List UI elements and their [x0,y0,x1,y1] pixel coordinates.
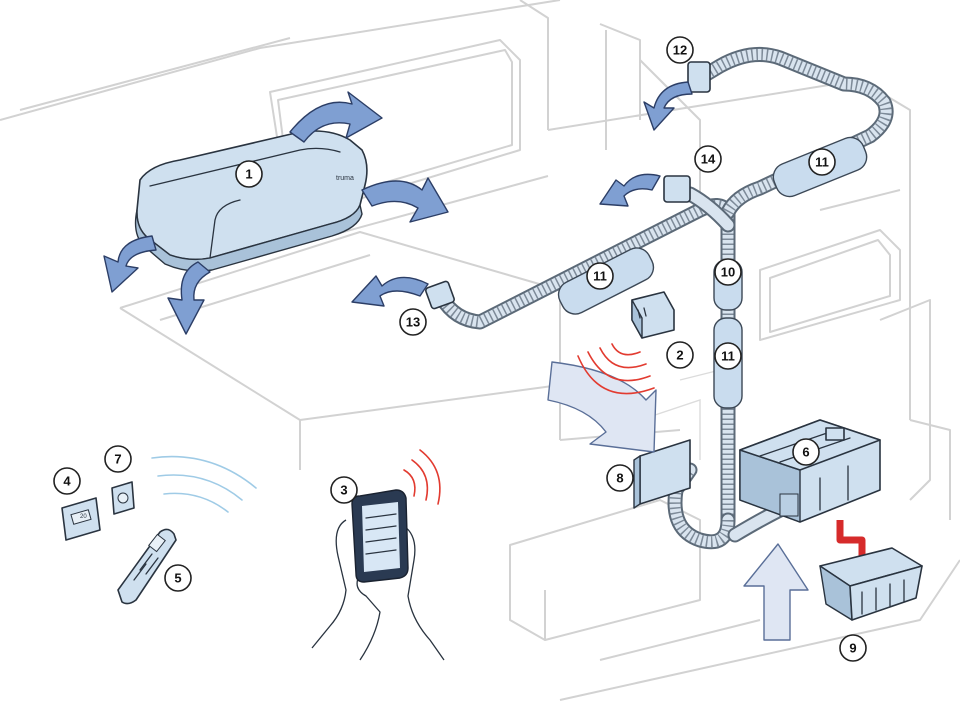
phone-signal-waves [403,449,441,505]
intake-arrows [547,361,809,641]
receiver-signal-waves [577,343,655,395]
intake-grille [633,439,691,509]
callout-3: 3 [330,476,358,504]
svg-text:11: 11 [593,269,607,284]
callout-5: 5 [164,564,192,592]
air-outlet-13 [425,280,455,310]
callout-4: 4 [53,467,81,495]
svg-text:12: 12 [673,43,687,58]
smartphone-in-hands [311,489,445,661]
wall-thermostat: 20 [61,497,101,541]
remote-signal-waves [151,455,257,513]
callout-14: 14 [694,145,722,173]
callout-12: 12 [666,36,694,64]
air-outlet-14 [663,175,691,203]
airflow-arrow-icon [599,173,661,207]
callout-8: 8 [606,464,634,492]
airflow-arrow-icon [167,261,211,335]
svg-text:1: 1 [245,167,252,182]
intake-arrow-icon [743,543,809,641]
callout-1: 1 [235,160,263,188]
callout-10: 10 [714,258,742,286]
airflow-arrow-icon [351,275,429,307]
callout-11-trunk: 11 [714,342,742,370]
svg-text:7: 7 [114,452,121,467]
callout-11-left: 11 [586,262,614,290]
drain-tray [819,520,923,621]
svg-text:14: 14 [701,152,716,167]
callout-13: 13 [399,308,427,336]
svg-text:6: 6 [802,445,809,460]
remote-control [117,528,177,605]
callouts: 1 2 3 4 5 6 7 8 9 10 11 11 11 12 13 14 [53,36,867,662]
svg-text:2: 2 [676,348,683,363]
svg-text:13: 13 [406,315,420,330]
under-floor-unit [739,419,881,523]
airflow-arrow-icon [103,235,157,293]
receiver-module [631,291,675,339]
svg-text:11: 11 [815,155,829,170]
callout-2: 2 [666,341,694,369]
roof-unit-logo: truma [336,175,354,182]
unit-module [825,427,845,441]
callout-11-right: 11 [808,148,836,176]
callout-6: 6 [792,438,820,466]
wall-switch [111,481,135,515]
roof-airflow-arrows [103,91,449,335]
outlet-airflow-arrows [351,81,693,307]
air-outlet-12 [687,61,711,93]
svg-text:9: 9 [849,641,856,656]
svg-text:3: 3 [340,483,347,498]
thermostat-display: 20 [80,514,87,520]
callout-7: 7 [104,445,132,473]
airflow-arrow-icon [289,91,383,143]
airflow-arrow-icon [361,177,449,223]
svg-text:10: 10 [721,265,735,280]
airflow-arrow-icon [643,81,693,131]
svg-text:4: 4 [63,474,71,489]
roof-air-conditioner: truma [134,130,368,272]
svg-text:8: 8 [616,471,623,486]
callout-9: 9 [839,634,867,662]
svg-text:5: 5 [174,571,181,586]
svg-text:11: 11 [721,349,735,364]
intake-arrow-icon [547,361,657,453]
